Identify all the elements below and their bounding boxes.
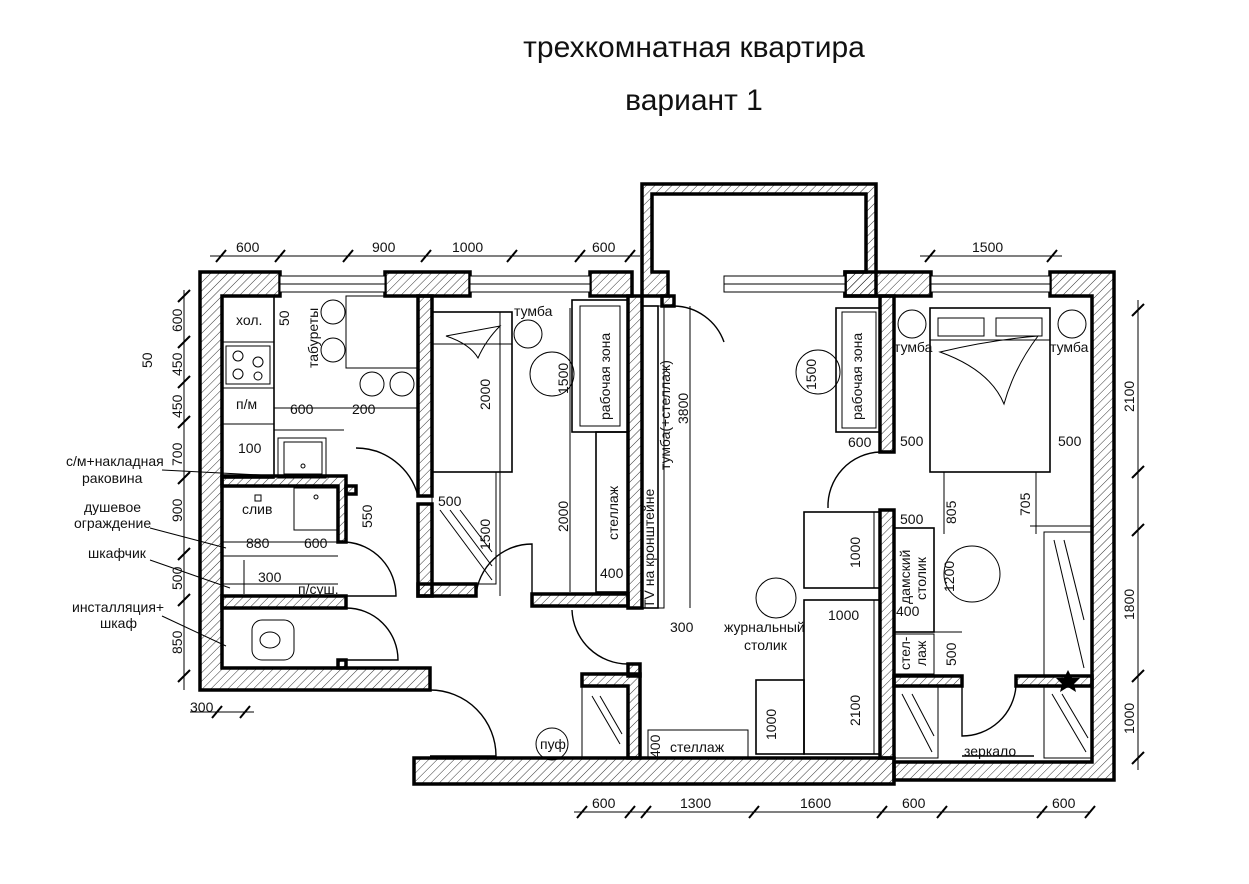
dim-shelf1-400: 400	[600, 565, 624, 581]
dim-bath-550: 550	[359, 504, 375, 528]
dim-left-450a: 450	[169, 352, 185, 376]
dim-work1-1500: 1500	[555, 363, 571, 394]
dim-bottom-600a: 600	[592, 795, 616, 811]
callouts: с/м+накладная раковина душевое ограждени…	[66, 453, 281, 647]
label-shelf-1: стеллаж	[605, 485, 621, 540]
bedroom-2-work: рабочая зона 1500 600	[795, 307, 881, 450]
label-fridge: хол.	[236, 312, 262, 328]
dim-left-500: 500	[169, 566, 185, 590]
label-hall-shelf: стеллаж	[670, 739, 725, 755]
dim-bottom-600c: 600	[1052, 795, 1076, 811]
dim-bed1-1500: 1500	[477, 519, 493, 550]
callout-washer-1: с/м+накладная	[66, 453, 164, 469]
dim-top-1000: 1000	[452, 239, 483, 255]
dim-bottom-1600: 1600	[800, 795, 831, 811]
dim-living-1000b: 1000	[828, 607, 859, 623]
label-pouf: пуф	[540, 736, 566, 752]
dim-right-705: 705	[1017, 492, 1033, 516]
label-nightstand-r1: тумба	[894, 339, 933, 355]
dim-tv-3800: 3800	[675, 393, 691, 424]
callout-install-2: шкаф	[100, 615, 137, 631]
windows	[279, 275, 1051, 293]
dim-living-2100: 2100	[847, 695, 863, 726]
dim-bottom-300: 300	[190, 699, 214, 715]
dim-kitchen-100: 100	[238, 440, 262, 456]
dim-bed1-2000: 2000	[477, 379, 493, 410]
label-tv-bracket: TV на кронштейне	[641, 489, 657, 608]
dim-left-50: 50	[139, 352, 155, 368]
dim-dress-500: 500	[900, 511, 924, 527]
label-work-zone-1: рабочая зона	[597, 333, 613, 420]
dim-bed2-805: 805	[943, 500, 959, 524]
dim-shelf-r-500: 500	[943, 642, 959, 666]
label-coffee-table-1: журнальный	[724, 619, 805, 635]
label-tv-shelf: тумба(+стеллаж)	[657, 360, 673, 470]
callout-shower-2: ограждение	[74, 515, 151, 531]
dim-top-1500: 1500	[972, 239, 1003, 255]
dim-kitchen-200: 200	[352, 401, 376, 417]
dim-living-1000c: 1000	[763, 709, 779, 740]
dim-kitchen-600: 600	[290, 401, 314, 417]
dim-bath-880: 880	[246, 535, 270, 551]
dim-left-450b: 450	[169, 394, 185, 418]
callout-install-1: инсталляция+	[72, 599, 164, 615]
label-nightstand-r2: тумба	[1050, 339, 1089, 355]
dim-bottom-600b: 600	[902, 795, 926, 811]
label-dryer: п/суш.	[298, 581, 339, 597]
label-nightstand-left: тумба	[514, 303, 553, 319]
dim-top-600b: 600	[592, 239, 616, 255]
dim-bath-300: 300	[258, 569, 282, 585]
dim-left-850: 850	[169, 630, 185, 654]
label-dishwasher: п/м	[236, 396, 257, 412]
label-shelf-r-2: лаж	[913, 640, 929, 666]
dim-kitchen-50: 50	[276, 310, 292, 326]
dim-right-1000: 1000	[1121, 703, 1137, 734]
dim-bed1-500: 500	[438, 493, 462, 509]
dim-left-600: 600	[169, 308, 185, 332]
label-drain: слив	[242, 501, 272, 517]
dimension-lines	[177, 249, 1145, 819]
label-dressing-2: столик	[913, 556, 929, 600]
label-coffee-table-2: столик	[744, 637, 788, 653]
dim-bath-600: 600	[304, 535, 328, 551]
kitchen: хол. п/м табуреты 100 600 200 50	[221, 295, 419, 479]
dim-right-2100: 2100	[1121, 381, 1137, 412]
dim-shelf1-2000: 2000	[555, 501, 571, 532]
dim-work2-600: 600	[848, 434, 872, 450]
dim-dress-1200: 1200	[941, 561, 957, 592]
dim-hall-400: 400	[647, 734, 663, 758]
dim-bed2-500b: 500	[1058, 433, 1082, 449]
callout-shower-1: душевое	[84, 499, 141, 515]
living-room: тумба(+стеллаж) 3800 TV на кронштейне 30…	[641, 305, 881, 755]
plan-subtitle: вариант 1	[625, 84, 763, 117]
dim-top-600a: 600	[236, 239, 260, 255]
dim-living-1000a: 1000	[847, 537, 863, 568]
label-work-zone-2: рабочая зона	[849, 333, 865, 420]
bathroom: слив п/суш. 880 600 300 550	[222, 487, 399, 661]
label-mirror: зеркало	[964, 743, 1016, 759]
dim-bottom-1300: 1300	[680, 795, 711, 811]
label-shelf-r-1: стел-	[897, 636, 913, 670]
dim-right-1800: 1800	[1121, 589, 1137, 620]
bedroom-3: тумба тумба 500 500 805 дамский столик 5…	[893, 307, 1093, 759]
label-stools: табуреты	[305, 308, 321, 368]
callout-cabinet: шкафчик	[88, 545, 147, 561]
dim-dress-400: 400	[896, 603, 920, 619]
callout-washer-2: раковина	[82, 470, 143, 486]
label-dressing-1: дамский	[897, 550, 913, 604]
dim-work2-1500: 1500	[803, 359, 819, 390]
plan-title: трехкомнатная квартира	[523, 31, 865, 64]
bedroom-1: тумба рабочая зона стеллаж 2000 1500 500…	[355, 299, 629, 597]
dim-bed2-500a: 500	[900, 433, 924, 449]
dim-left-900: 900	[169, 498, 185, 522]
dim-tv-300: 300	[670, 619, 694, 635]
dim-top-900: 900	[372, 239, 396, 255]
hallway: пуф стеллаж 400	[429, 609, 749, 761]
dim-left-700: 700	[169, 442, 185, 466]
